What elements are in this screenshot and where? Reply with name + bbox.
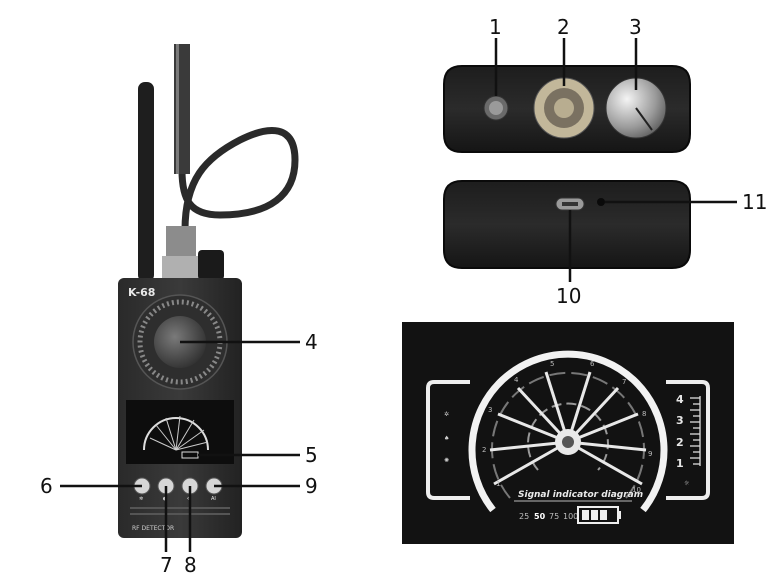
meter-level-2: 2 <box>676 436 684 449</box>
signal-indicator-panel: ✲ ♠ ✺ 4 3 2 1 ☼ <box>402 322 734 544</box>
dial-tick-10: 10 <box>632 486 641 494</box>
scale-75: 75 <box>549 512 559 521</box>
dial-tick-4: 4 <box>514 376 519 384</box>
signal-title: Signal indicator diagram <box>518 490 643 500</box>
dial-tick-2: 2 <box>482 446 486 454</box>
device-illustration: K-68 ✲ ◐ ⟡ AI RF DE <box>40 44 318 577</box>
callout-9: 9 <box>305 474 318 498</box>
gooseneck-antenna <box>178 45 299 231</box>
svg-text:✲: ✲ <box>139 496 144 502</box>
callout-6: 6 <box>40 474 53 498</box>
top-panel-view: 1 2 3 <box>443 15 691 153</box>
rubber-antenna <box>138 82 154 282</box>
callout-7: 7 <box>160 553 173 577</box>
meter-level-3: 3 <box>676 414 684 427</box>
dial-tick-1: 1 <box>496 480 500 488</box>
dial-tick-5: 5 <box>550 360 554 368</box>
scale-50: 50 <box>534 512 546 521</box>
callout-2: 2 <box>557 15 570 39</box>
rf-detector-label: RF DETECTOR <box>132 525 174 532</box>
callout-11: 11 <box>742 190 767 214</box>
callout-8: 8 <box>184 553 197 577</box>
sun-icon: ☼ <box>684 480 690 487</box>
dial-tick-3: 3 <box>488 406 492 414</box>
dial-tick-6: 6 <box>590 360 595 368</box>
top-volume-knob <box>198 250 224 280</box>
battery-icon <box>577 506 621 524</box>
dial-tick-9: 9 <box>648 450 652 458</box>
mode-icon-1: ✲ <box>444 411 449 418</box>
charge-indicator <box>597 198 605 206</box>
callout-1: 1 <box>489 15 502 39</box>
dial-tick-7: 7 <box>622 378 626 386</box>
model-label: K-68 <box>128 286 155 299</box>
scale-25: 25 <box>519 512 529 521</box>
dial-arc <box>468 350 668 513</box>
svg-text:AI: AI <box>211 496 216 502</box>
mode-icon-2: ♠ <box>444 435 449 442</box>
mode-icon-3: ✺ <box>444 457 449 464</box>
device-screen <box>126 400 234 464</box>
meter-level-4: 4 <box>676 393 684 406</box>
bottom-panel-view: 10 11 <box>443 180 767 308</box>
callout-3: 3 <box>629 15 642 39</box>
callout-4: 4 <box>305 330 318 354</box>
scale-100: 100 <box>563 512 578 521</box>
callout-5: 5 <box>305 443 318 467</box>
dial-tick-8: 8 <box>642 410 646 418</box>
callout-10: 10 <box>556 284 581 308</box>
antenna-connector <box>166 226 196 256</box>
meter-level-1: 1 <box>676 457 684 470</box>
